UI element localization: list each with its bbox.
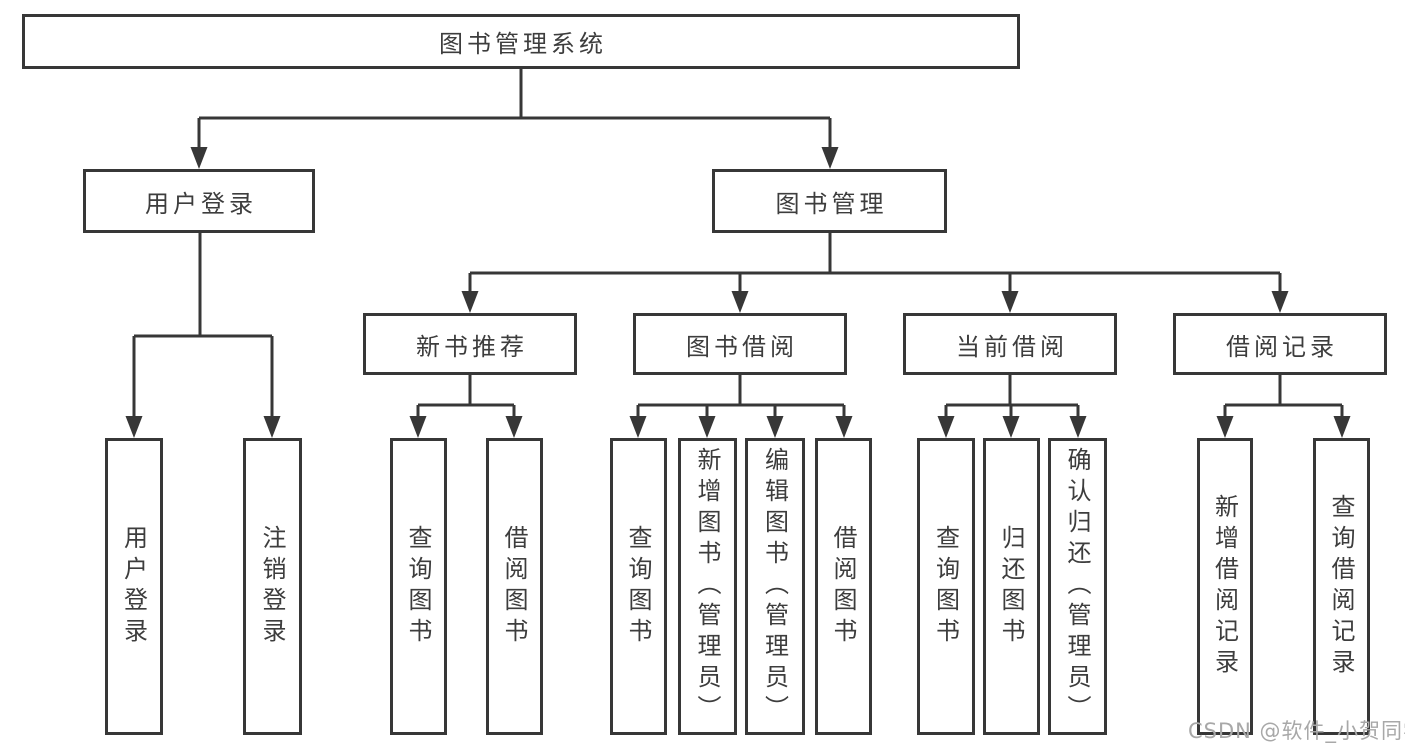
node-book-management: 图书管理 xyxy=(712,169,947,233)
leaf-logout: 注销登录 xyxy=(243,438,302,735)
node-borrow-records: 借阅记录 xyxy=(1173,313,1387,375)
csdn-watermark: CSDN @软件_小贺同学 xyxy=(1188,719,1405,743)
leaf-bb-borrow-books: 借阅图书 xyxy=(815,438,872,735)
leaf-cb-return-books-label: 归还图书 xyxy=(997,524,1025,649)
arrowheads xyxy=(125,147,1351,438)
node-user-login-label: 用户登录 xyxy=(145,189,257,218)
node-new-book-recommend-label: 新书推荐 xyxy=(416,332,528,361)
leaf-nb-query-books-label: 查询图书 xyxy=(404,524,432,649)
leaf-bb-add-books: 新增图书（管理员） xyxy=(678,438,737,735)
leaf-logout-label: 注销登录 xyxy=(258,524,286,649)
node-book-management-label: 图书管理 xyxy=(775,189,888,218)
leaf-cb-query-books: 查询图书 xyxy=(917,438,975,735)
node-library-system-label: 图书管理系统 xyxy=(439,30,607,58)
leaf-cb-query-books-label: 查询图书 xyxy=(931,524,960,649)
node-new-book-recommend: 新书推荐 xyxy=(363,313,577,375)
leaf-cb-confirm-return: 确认归还（管理员） xyxy=(1048,438,1107,735)
leaf-nb-borrow-books-label: 借阅图书 xyxy=(500,524,528,649)
leaf-cb-confirm-return-label: 确认归还（管理员） xyxy=(1063,447,1091,726)
leaf-br-query-record: 查询借阅记录 xyxy=(1313,438,1370,735)
leaf-bb-query-books: 查询图书 xyxy=(610,438,667,735)
leaf-bb-edit-books-label: 编辑图书（管理员） xyxy=(760,447,789,726)
leaf-bb-add-books-label: 新增图书（管理员） xyxy=(693,447,721,726)
leaf-user-login-label: 用户登录 xyxy=(119,524,148,649)
leaf-br-add-record-label: 新增借阅记录 xyxy=(1210,493,1239,680)
node-current-borrow: 当前借阅 xyxy=(903,313,1117,375)
leaf-bb-borrow-books-label: 借阅图书 xyxy=(829,524,857,649)
node-borrow-records-label: 借阅记录 xyxy=(1226,332,1338,361)
leaf-nb-query-books: 查询图书 xyxy=(390,438,447,735)
leaf-cb-return-books: 归还图书 xyxy=(983,438,1040,735)
leaf-nb-borrow-books: 借阅图书 xyxy=(486,438,543,735)
leaf-user-login: 用户登录 xyxy=(105,438,163,735)
leaf-bb-edit-books: 编辑图书（管理员） xyxy=(745,438,805,735)
leaf-bb-query-books-label: 查询图书 xyxy=(624,524,652,649)
node-current-borrow-label: 当前借阅 xyxy=(956,332,1068,361)
leaf-br-add-record: 新增借阅记录 xyxy=(1197,438,1253,735)
node-book-borrow-label: 图书借阅 xyxy=(686,332,798,361)
node-library-system: 图书管理系统 xyxy=(22,14,1020,69)
node-book-borrow: 图书借阅 xyxy=(633,313,847,375)
leaf-br-query-record-label: 查询借阅记录 xyxy=(1327,493,1355,680)
node-user-login: 用户登录 xyxy=(83,169,315,233)
